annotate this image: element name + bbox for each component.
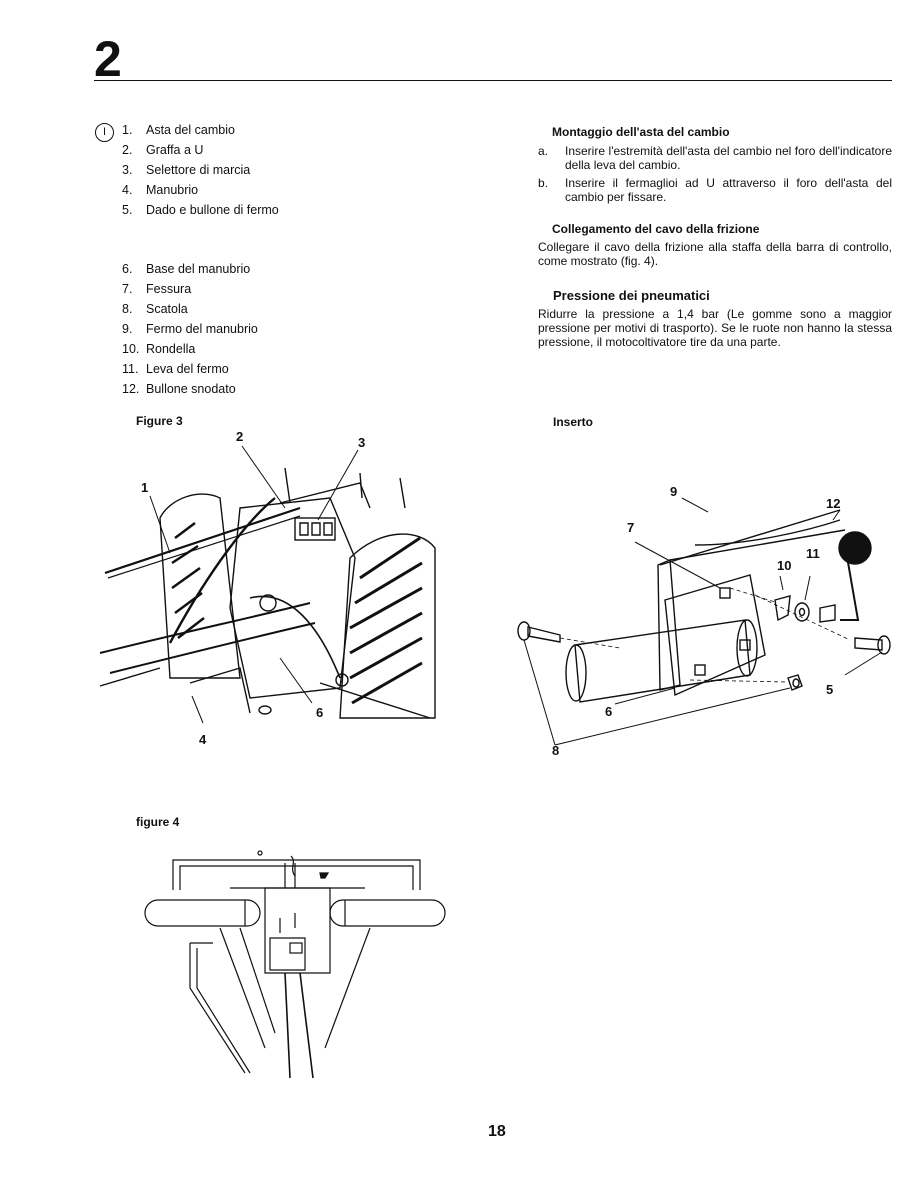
inserto-callout-9: 10 — [777, 558, 791, 573]
fig3-callout-1: 1 — [141, 480, 148, 495]
fig3-callout-6: 6 — [316, 705, 323, 720]
parts-list-2: 6.Base del manubrio 7.Fessura 8.Scatola … — [122, 261, 258, 401]
list-item: 9.Fermo del manubrio — [122, 322, 258, 336]
list-item: 10.Rondella — [122, 342, 196, 356]
inserto-label: Inserto — [553, 415, 594, 429]
list-item: 1.Asta del cambio — [122, 123, 235, 137]
fig3-callout-4: 4 — [199, 732, 207, 747]
figure-3-label: Figure 3 — [136, 414, 183, 428]
list-item: 3.Selettore di marcia — [122, 163, 251, 177]
inserto-callout-5: 8 — [552, 743, 559, 758]
section-title-cavo: Collegamento del cavo della frizione — [552, 222, 760, 236]
figure-3-illustration: 1 2 3 4 6 — [99, 429, 436, 747]
list-item: 6.Base del manubrio — [122, 262, 251, 276]
list-item: 8.Scatola — [122, 302, 188, 316]
list-item: 12.Bullone snodato — [122, 382, 236, 396]
figure-4-illustration — [144, 850, 446, 1079]
inserto-callout-8: 9 — [670, 484, 677, 499]
list-item: 2.Graffa a U — [122, 143, 204, 157]
chapter-number: 2 — [94, 31, 122, 87]
header-rule — [94, 80, 892, 81]
language-badge: I — [95, 123, 114, 142]
page-number: 18 — [488, 1123, 506, 1140]
step-b: b. Inserire il fermaglioi ad U attravers… — [538, 176, 892, 204]
inserto-callout-7: 7 — [627, 520, 634, 535]
inserto-callout-6: 6 — [605, 704, 612, 719]
list-item: 4.Manubrio — [122, 183, 199, 197]
fig3-callout-3: 3 — [358, 435, 365, 450]
fig3-callout-2: 2 — [236, 429, 243, 444]
section-text-cavo: Collegare il cavo della frizione alla st… — [538, 240, 892, 268]
inserto-illustration: 9 7 10 11 12 5 6 8 — [517, 484, 891, 758]
list-item: 11.Leva del fermo — [122, 362, 229, 376]
parts-list-1: 1.Asta del cambio 2.Graffa a U 3.Seletto… — [122, 122, 279, 222]
step-a: a. Inserire l'estremità dell'asta del ca… — [538, 144, 892, 172]
inserto-callout-10: 11 — [806, 546, 820, 561]
inserto-callout-12: 5 — [826, 682, 833, 697]
section-title-pressione: Pressione dei pneumatici — [553, 288, 710, 303]
section-text-pressione: Ridurre la pressione a 1,4 bar (Le gomme… — [538, 307, 892, 349]
section-title-montaggio: Montaggio dell'asta del cambio — [552, 125, 730, 139]
list-item: 5.Dado e bullone di fermo — [122, 203, 279, 217]
inserto-callout-11: 12 — [826, 496, 840, 511]
list-item: 7.Fessura — [122, 282, 192, 296]
figure-4-label: figure 4 — [136, 815, 180, 829]
